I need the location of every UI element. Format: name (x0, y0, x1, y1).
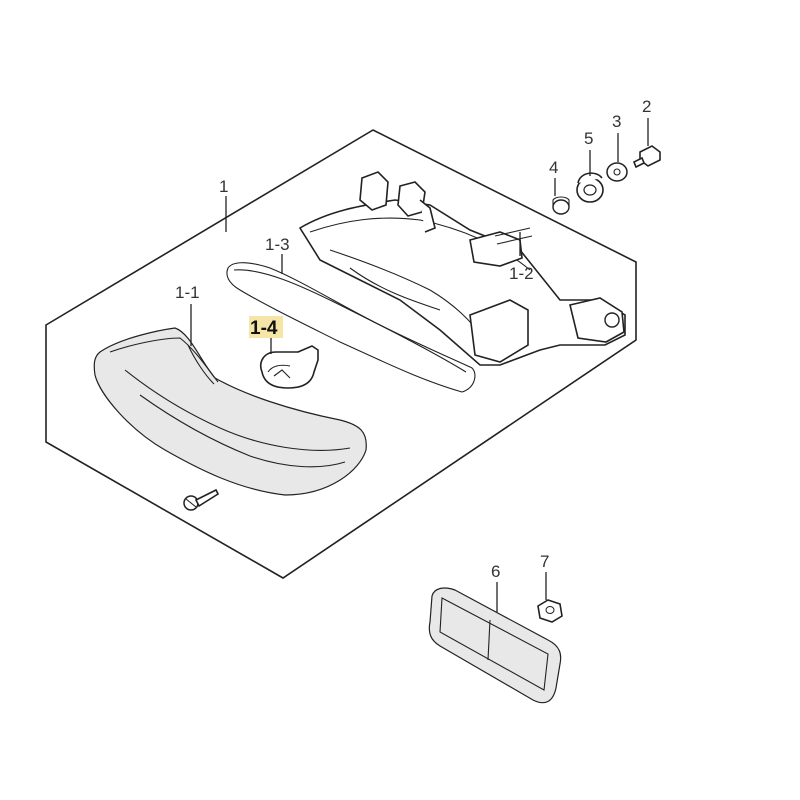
bolt-part-2 (632, 145, 661, 169)
label-4: 4 (549, 158, 558, 177)
nut-part-7 (537, 599, 563, 623)
label-3: 3 (612, 112, 621, 131)
label-1-3: 1-3 (265, 235, 290, 254)
label-1: 1 (219, 177, 228, 196)
label-2: 2 (642, 97, 651, 116)
bulb-part (260, 345, 319, 389)
washer-part-3 (606, 162, 628, 182)
label-7: 7 (540, 552, 549, 571)
gasket-part (226, 262, 476, 393)
label-1-4: 1-4 (250, 318, 278, 339)
label-1-1: 1-1 (175, 283, 200, 302)
label-6: 6 (491, 562, 500, 581)
lens-part (93, 327, 367, 496)
housing-part (298, 171, 626, 366)
grommet-part-5 (576, 172, 604, 203)
assembly-frame (45, 129, 637, 579)
label-1-4-highlight (249, 316, 283, 338)
lens-screw (183, 488, 220, 511)
collar-part-4 (552, 196, 570, 215)
label-5: 5 (584, 129, 593, 148)
reflector-part-6 (428, 587, 562, 704)
label-1-2: 1-2 (509, 264, 534, 283)
